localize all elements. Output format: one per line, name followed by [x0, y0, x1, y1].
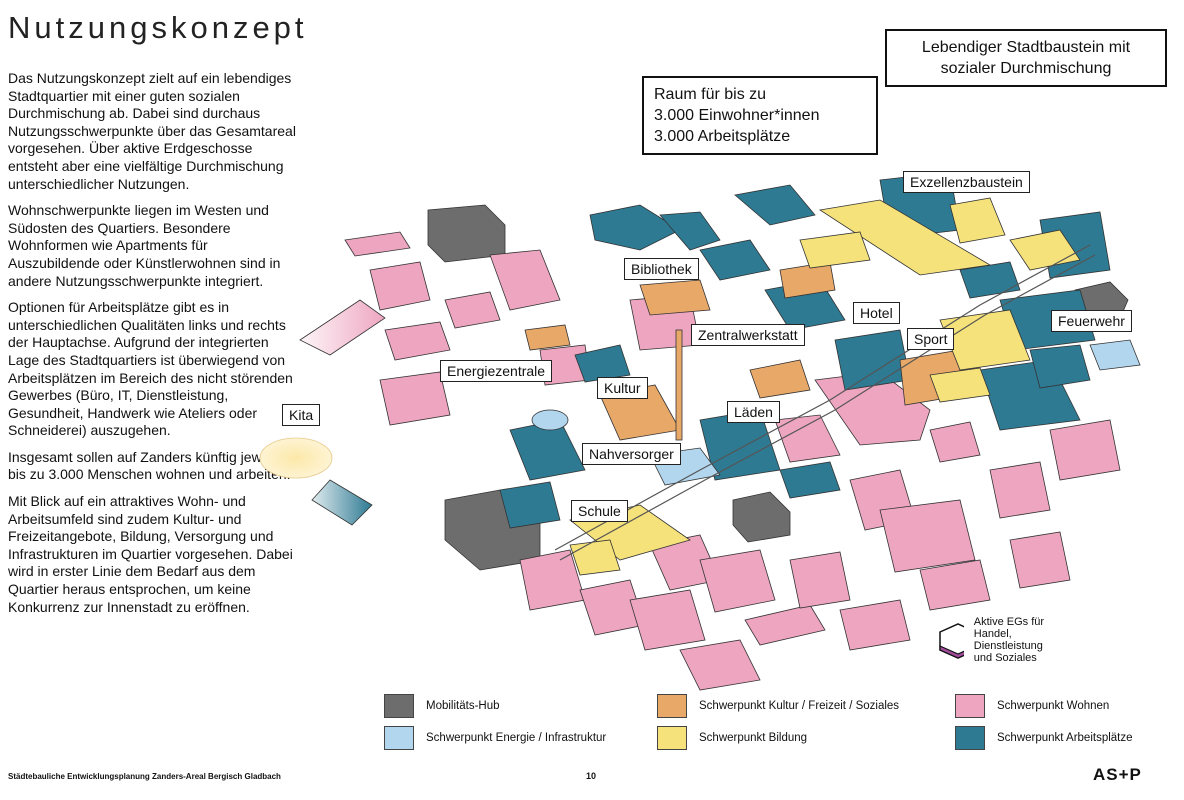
- building-living: [744, 604, 826, 646]
- building-living: [699, 549, 776, 613]
- building-culture: [524, 324, 571, 351]
- legend-label: Schwerpunkt Bildung: [699, 732, 808, 744]
- building-education: [818, 199, 992, 276]
- building-living: [989, 461, 1051, 519]
- building-living: [444, 291, 501, 329]
- legend-swatch-work: [955, 726, 985, 750]
- legend-label: Schwerpunkt Arbeitsplätze: [997, 732, 1133, 744]
- building-work: [574, 344, 631, 383]
- label-feuerwehr: Feuerwehr: [1051, 310, 1132, 332]
- building-living: [929, 421, 981, 463]
- building-living: [1009, 531, 1071, 589]
- building-living: [839, 599, 911, 651]
- label-nahversorger: Nahversorger: [582, 443, 681, 465]
- chimney: [675, 329, 683, 441]
- building-work: [734, 184, 816, 226]
- building-work: [659, 211, 721, 251]
- building-work: [499, 481, 561, 529]
- label-sport: Sport: [907, 328, 955, 350]
- building-education: [939, 309, 1031, 371]
- legend-swatch-mobility: [384, 694, 414, 718]
- footer-project: Städtebauliche Entwicklungsplanung Zande…: [8, 772, 281, 781]
- label-exzellenzbaustein: Exzellenzbaustein: [903, 171, 1030, 193]
- building-work: [1029, 344, 1091, 389]
- callout-line: Lebendiger Stadtbaustein mit: [921, 39, 1131, 56]
- building-culture: [749, 359, 811, 399]
- building-education: [569, 539, 621, 576]
- legend-swatch-culture: [657, 694, 687, 718]
- building-work: [779, 461, 841, 499]
- building-culture: [639, 279, 711, 316]
- building-living: [919, 559, 991, 611]
- page-title: Nutzungskonzept: [8, 10, 308, 45]
- building-work: [834, 329, 911, 391]
- paragraph: Wohnschwerpunkte liegen im Westen und Sü…: [8, 202, 281, 289]
- paragraph: Das Nutzungskonzept zielt auf ein lebend…: [8, 70, 296, 192]
- building-work: [589, 204, 681, 251]
- building-mobility: [427, 204, 506, 263]
- company-logo: AS+P: [1093, 765, 1142, 784]
- label-laeden: Läden: [727, 401, 780, 423]
- building-living: [344, 231, 411, 257]
- building-education: [949, 197, 1006, 244]
- callout-line: 3.000 Einwohner*innen: [654, 107, 820, 124]
- callout-line: sozialer Durchmischung: [940, 60, 1112, 77]
- callout-line: Raum für bis zu: [654, 86, 767, 103]
- paragraph: Insgesamt sollen auf Zanders künftig jew…: [8, 448, 291, 483]
- building-living: [299, 299, 386, 356]
- building-living: [369, 261, 431, 311]
- building-living: [774, 414, 841, 463]
- building-living: [1049, 419, 1121, 481]
- main-axis: [554, 244, 1091, 551]
- legend-label: Schwerpunkt Wohnen: [997, 700, 1110, 712]
- label-zentralwerkstatt: Zentralwerkstatt: [691, 324, 805, 346]
- main-axis: [559, 254, 1096, 561]
- building-energy: [531, 409, 569, 431]
- label-bibliothek: Bibliothek: [624, 258, 699, 280]
- building-living: [384, 321, 451, 361]
- legend-swatch-education: [657, 726, 687, 750]
- building-work: [959, 261, 1021, 299]
- legend-swatch-living: [955, 694, 985, 718]
- label-schule: Schule: [571, 500, 628, 522]
- building-living: [879, 499, 976, 573]
- legend-label: Mobilitäts-Hub: [426, 700, 500, 712]
- building-living: [679, 639, 761, 691]
- callout-capacity: Raum für bis zu 3.000 Einwohner*innen 3.…: [642, 76, 878, 155]
- building-education: [799, 231, 871, 269]
- paragraph: Optionen für Arbeitsplätze gibt es in un…: [8, 299, 293, 439]
- legend-swatch-energy: [384, 726, 414, 750]
- legend-active-eg: Aktive EGs für Handel, Dienstleistung un…: [973, 616, 1045, 664]
- label-hotel: Hotel: [853, 302, 900, 324]
- label-kultur: Kultur: [597, 377, 648, 399]
- building-living: [789, 551, 851, 609]
- building-work: [699, 239, 771, 281]
- callout-line: 3.000 Arbeitsplätze: [654, 128, 791, 145]
- building-work: [311, 479, 373, 526]
- building-energy: [1089, 339, 1141, 371]
- building-education: [929, 367, 991, 403]
- building-mobility: [732, 491, 791, 543]
- body-text: Das Nutzungskonzept zielt auf ein lebend…: [8, 70, 300, 625]
- legend-label: Schwerpunkt Energie / Infrastruktur: [426, 732, 607, 744]
- legend-label: Schwerpunkt Kultur / Freizeit / Soziales: [699, 700, 900, 712]
- paragraph: Mit Blick auf ein attraktives Wohn- und …: [8, 493, 293, 615]
- building-living: [629, 589, 706, 651]
- label-kita: Kita: [282, 404, 321, 426]
- callout-mix: Lebendiger Stadtbaustein mit sozialer Du…: [885, 29, 1167, 87]
- building-living: [379, 371, 451, 426]
- page-number: 10: [586, 771, 597, 781]
- active-eg-icon: [939, 623, 964, 659]
- kita-area: [259, 437, 333, 479]
- label-energiezentrale: Energiezentrale: [440, 360, 553, 382]
- building-living: [489, 249, 561, 311]
